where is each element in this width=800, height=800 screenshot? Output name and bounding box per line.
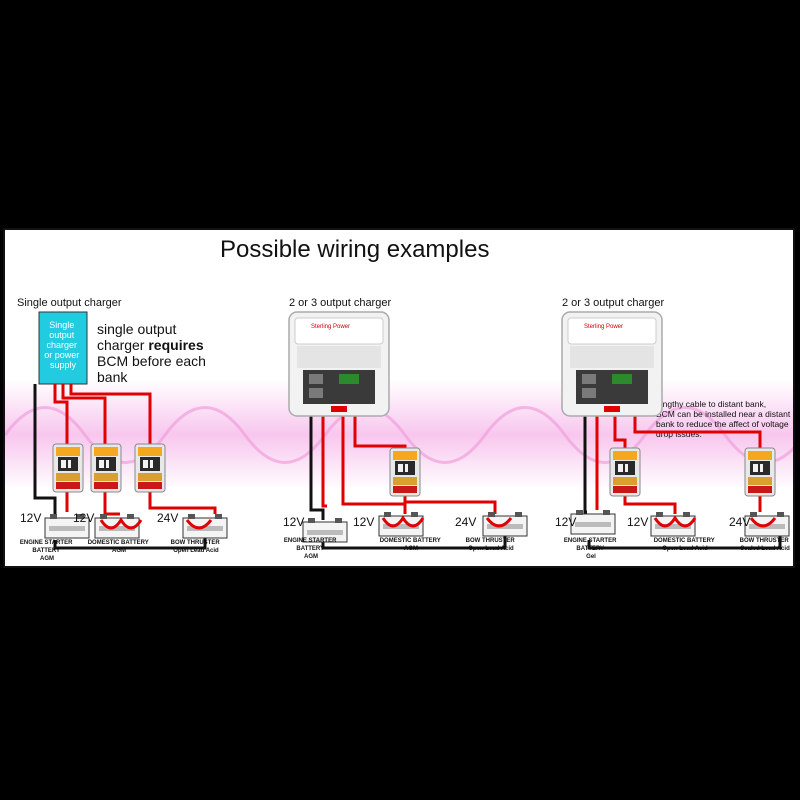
voltage-label: 24V	[157, 511, 178, 525]
diagram-panel: Possible wiring examples Single output c…	[3, 228, 795, 568]
multi2-wires	[583, 416, 782, 550]
single-note: single output charger requires BCM befor…	[97, 321, 210, 385]
voltage-label: 12V	[283, 515, 304, 529]
bcm-module-icon	[52, 443, 84, 493]
single-charger-box-text: Single output charger or power supply	[44, 320, 82, 370]
battery-label: BOW THRUSTER Open Lead Acid	[466, 538, 517, 552]
page-title: Possible wiring examples	[220, 236, 489, 263]
battery-label: BOW THRUSTER Open Lead Acid	[171, 540, 222, 554]
wiring-diagram: Possible wiring examples Single output c…	[5, 236, 793, 562]
bcm-module-icon	[744, 447, 776, 497]
bcm-module-icon	[134, 443, 166, 493]
charger-brand: Sterling Power	[311, 324, 350, 330]
battery-label: BOW THRUSTER Sealed Lead Acid	[740, 538, 791, 552]
battery-label: ENGINE STARTER BATTERY AGM	[284, 538, 338, 560]
battery-label: ENGINE STARTER BATTERY AGM	[20, 540, 74, 562]
bcm-module-icon	[609, 447, 641, 497]
voltage-label: 24V	[455, 515, 476, 529]
distant-bank-note: lengthy cable to distant bank, BCM can b…	[656, 399, 793, 439]
voltage-label: 12V	[73, 511, 94, 525]
voltage-label: 12V	[627, 515, 648, 529]
multi2-heading: 2 or 3 output charger	[562, 297, 664, 309]
single-heading: Single output charger	[17, 297, 122, 309]
voltage-label: 12V	[353, 515, 374, 529]
charger-brand: Sterling Power	[584, 324, 623, 330]
battery-label: DOMESTIC BATTERY Open Lead Acid	[654, 538, 717, 552]
voltage-label: 24V	[729, 515, 750, 529]
voltage-label: 12V	[20, 511, 41, 525]
battery-label: DOMESTIC BATTERY AGM	[380, 538, 443, 552]
battery-label: ENGINE STARTER BATTERY Gel	[564, 538, 618, 560]
voltage-label: 12V	[555, 515, 576, 529]
battery-icon	[570, 509, 616, 535]
bcm-module-icon	[389, 447, 421, 497]
multi1-wires	[309, 416, 507, 550]
battery-label: DOMESTIC BATTERY AGM	[88, 540, 151, 554]
bcm-module-icon	[90, 443, 122, 493]
multi1-heading: 2 or 3 output charger	[289, 297, 391, 309]
single-charger-box	[38, 311, 88, 385]
